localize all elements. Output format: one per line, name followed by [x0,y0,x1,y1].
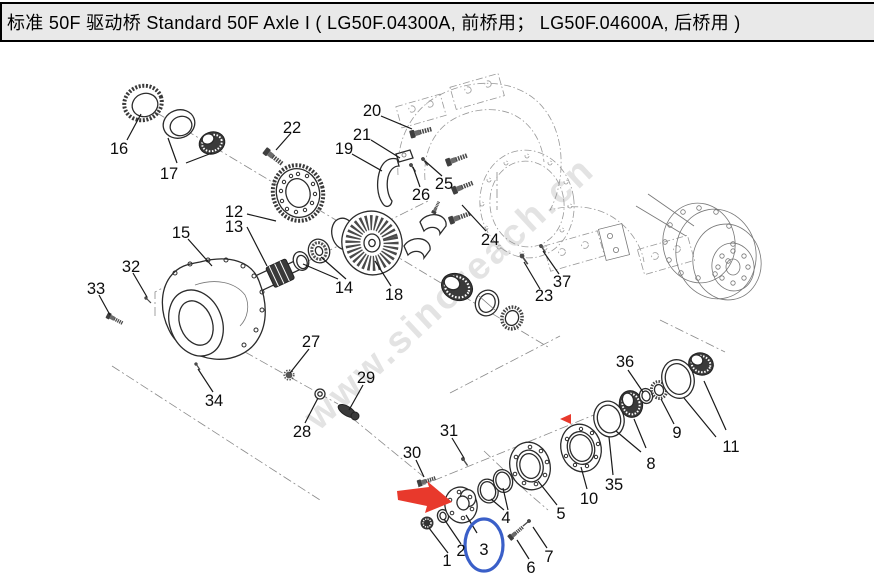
part-label-36: 36 [616,353,634,371]
part-label-2: 2 [456,542,465,560]
part-label-8: 8 [646,455,655,473]
part35-ring [593,400,625,438]
part-label-7: 7 [544,548,553,566]
part30-bolt [414,472,439,489]
part5-flange [509,441,551,491]
housing-bracket-top-right [449,73,505,110]
part-label-23: 23 [535,287,553,305]
part27-lock-washer [283,369,295,381]
part-label-11: 11 [722,438,739,456]
bearing-cup-ring [474,289,500,317]
part1-nut [420,516,434,530]
part-label-16: 16 [110,140,128,158]
hub-face-bolts [715,248,751,286]
part-label-5: 5 [556,505,565,523]
part4-rings [477,468,514,504]
part18-diff-case [331,210,403,276]
part33-bolt [103,310,126,328]
part16-toothed-ring [122,83,164,123]
part-label-13: 13 [225,218,243,236]
part3-bolt-holes [447,489,475,521]
part-label-37: 37 [553,273,571,291]
housing-bracket-right [636,234,696,276]
part-label-18: 18 [385,286,403,304]
part-label-14: 14 [335,279,353,297]
part-label-27: 27 [302,333,320,351]
housing-bracket-top-left [395,93,447,129]
part14-bearing [307,238,331,264]
roller-ring [500,305,524,331]
part-label-33: 33 [87,280,105,298]
part31-screw [459,455,470,468]
diff-housing-bolt-holes [172,257,265,348]
part-label-9: 9 [672,424,681,442]
part-label-17: 17 [160,165,178,183]
part-label-15: 15 [172,224,190,242]
title-bar: 标准 50F 驱动桥 Standard 50F Axle I ( LG50F.0… [0,2,874,42]
part22-bolt [262,147,284,167]
part-label-26: 26 [412,186,430,204]
highlight-circle [463,517,505,573]
part20-bolt [409,125,432,138]
part19-bearing-cage [376,149,414,208]
part17-cone-bearing [198,131,226,155]
part-label-4: 4 [501,509,510,527]
part6-bolt [505,522,527,543]
part10-bolt-holes [563,426,601,469]
part32-screw [143,295,153,305]
part-label-12: 12 [225,203,243,221]
part37-screw [537,242,548,255]
part-label-30: 30 [403,444,421,462]
hub-flange-bolts [662,205,736,281]
part-label-25: 25 [435,175,453,193]
part5-bolt-holes [512,444,550,487]
pinion-bearing-cone [440,272,474,302]
hub-mount-bracket [598,223,630,261]
part24-bearing-caps [403,214,447,261]
part12-ring-gear [270,163,326,223]
part29-breather [337,403,360,421]
axle-housing-outline [395,73,696,276]
part17-ring [162,109,196,139]
part36-ring [638,387,654,405]
page-title: 标准 50F 驱动桥 Standard 50F Axle I ( LG50F.0… [7,13,741,33]
part-labels: 1 2 3 4 5 6 7 8 9 10 11 12 13 14 15 16 1… [87,102,740,577]
ring-gear-bolt-holes [278,171,318,215]
part-label-24: 24 [481,231,499,249]
part-label-3: 3 [479,541,488,559]
part-label-32: 32 [122,258,140,276]
part11-ring-and-cone [661,352,714,399]
part-label-19: 19 [335,140,353,158]
wheel-hub-assembly [598,193,762,301]
part-label-28: 28 [293,423,311,441]
part-label-10: 10 [580,490,598,508]
part-label-20: 20 [363,102,381,120]
housing-bolt-holes [479,153,573,256]
part-label-6: 6 [526,559,535,577]
part-label-35: 35 [605,476,623,494]
housing-bracket-lower [543,230,605,272]
part7-screw [520,517,533,529]
part23-screw [517,251,531,267]
part2-washer [436,508,450,524]
part8-cone-bearing [618,390,644,418]
part3-flange [444,486,478,524]
part-label-31: 31 [440,422,458,440]
part-label-34: 34 [205,392,223,410]
part10-flange [560,423,602,473]
pointer-arrow [397,481,452,513]
part28-nut [314,388,326,400]
part-label-29: 29 [357,369,375,387]
part-label-1: 1 [442,552,451,570]
marker-triangle [560,414,571,424]
part-label-22: 22 [283,119,301,137]
part-label-21: 21 [353,126,371,144]
part15-diff-housing [161,257,266,360]
